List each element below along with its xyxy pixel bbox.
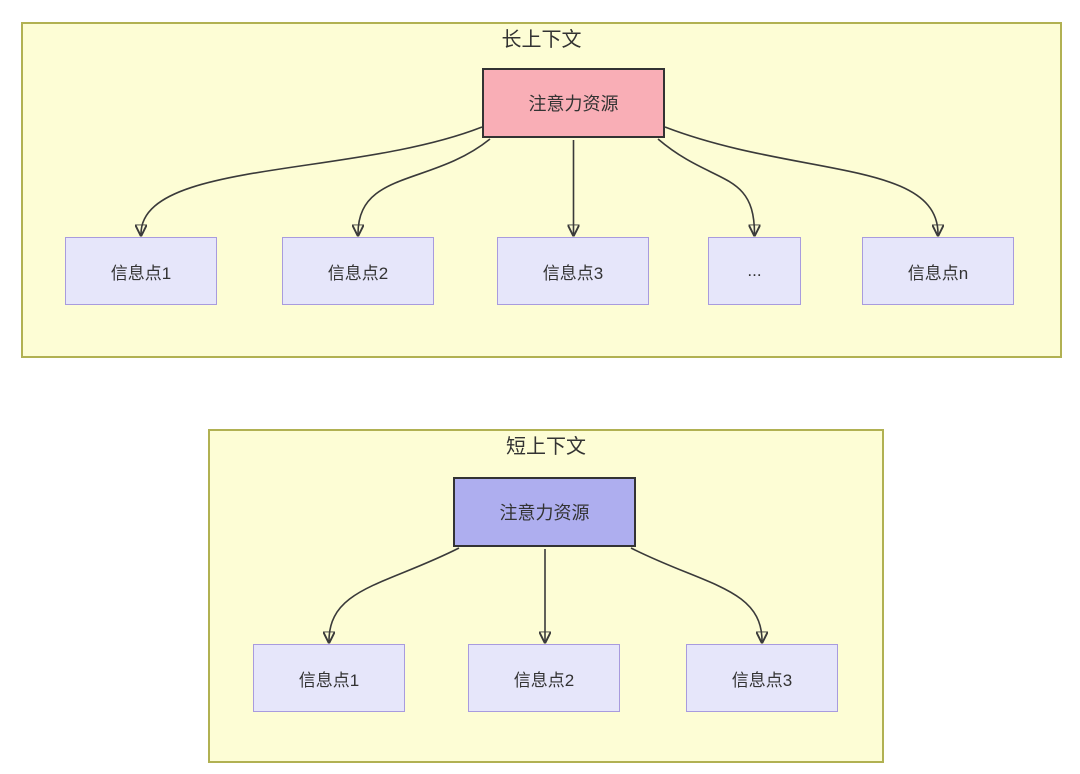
info-point-label: 信息点3 bbox=[731, 670, 793, 690]
attention-resource-label: 注意力资源 bbox=[528, 94, 619, 114]
info-point-label: 信息点1 bbox=[110, 263, 172, 283]
info-point-node-3-long: 信息点3 bbox=[497, 237, 649, 305]
info-point-label: 信息点n bbox=[907, 263, 969, 283]
info-point-label: 信息点1 bbox=[298, 670, 360, 690]
long-context-title: 长上下文 bbox=[501, 29, 582, 51]
info-point-node-n-long: 信息点n bbox=[862, 237, 1014, 305]
info-point-node-ellipsis-long: ... bbox=[708, 237, 801, 305]
info-point-node-1-short: 信息点1 bbox=[253, 644, 405, 712]
attention-resource-label: 注意力资源 bbox=[499, 503, 590, 523]
ellipsis-label: ... bbox=[747, 261, 762, 280]
info-point-label: 信息点2 bbox=[513, 670, 575, 690]
long-context-panel: 长上下文 注意力资源 信息点1 信息点2 信息点3 ... 信息点n bbox=[21, 22, 1062, 358]
info-point-label: 信息点3 bbox=[542, 263, 604, 283]
info-point-node-1-long: 信息点1 bbox=[65, 237, 217, 305]
info-point-node-3-short: 信息点3 bbox=[686, 644, 838, 712]
info-point-label: 信息点2 bbox=[327, 263, 389, 283]
short-context-panel: 短上下文 注意力资源 信息点1 信息点2 信息点3 bbox=[208, 429, 884, 763]
attention-resource-node-short: 注意力资源 bbox=[453, 477, 636, 547]
short-context-title: 短上下文 bbox=[506, 436, 586, 458]
info-point-node-2-long: 信息点2 bbox=[282, 237, 434, 305]
attention-resource-node-long: 注意力资源 bbox=[482, 68, 665, 138]
info-point-node-2-short: 信息点2 bbox=[468, 644, 620, 712]
